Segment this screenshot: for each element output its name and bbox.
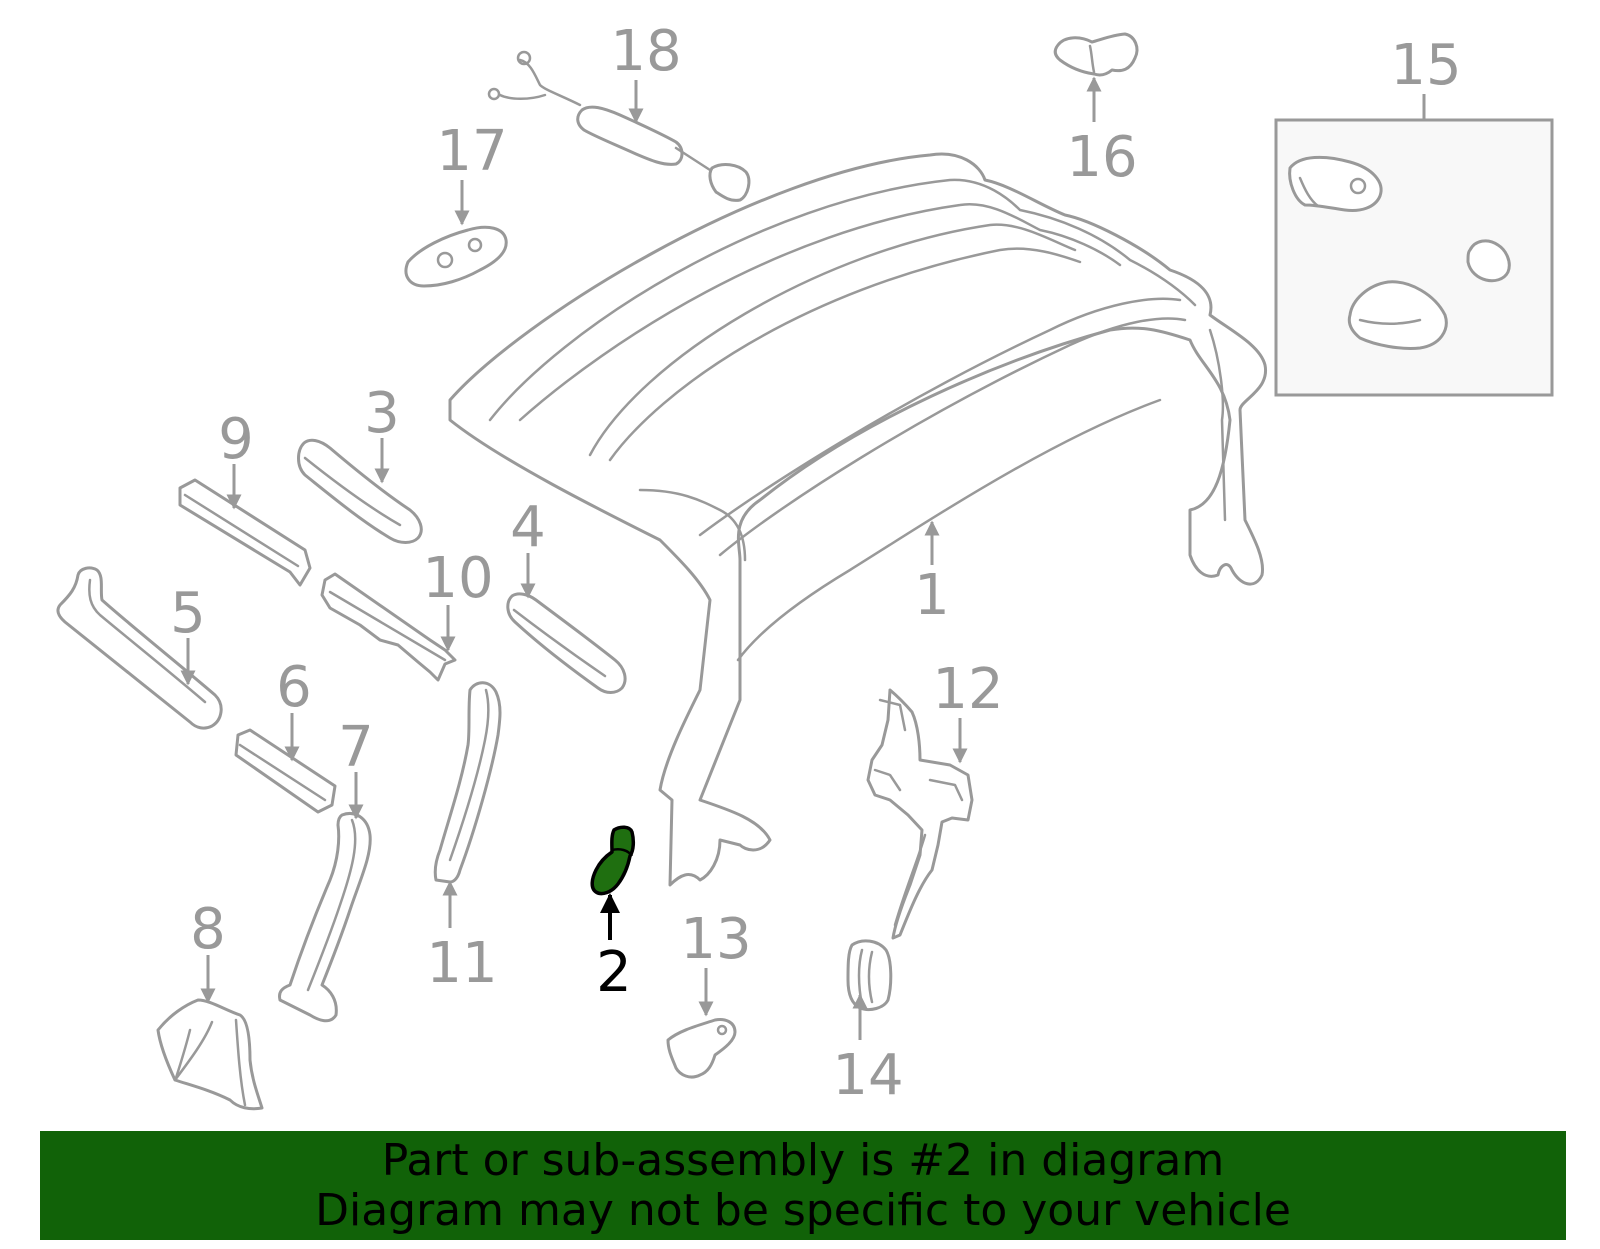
part-4	[506, 592, 627, 694]
callout-13: 13	[680, 907, 751, 972]
part-17	[404, 225, 508, 288]
banner-line-disclaimer: Diagram may not be specific to your vehi…	[315, 1184, 1291, 1236]
callout-6: 6	[276, 655, 312, 720]
callout-18: 18	[610, 19, 681, 84]
callout-8: 8	[190, 897, 226, 962]
part-14	[846, 939, 893, 1012]
part-7	[278, 812, 372, 1023]
part-13	[666, 1018, 737, 1079]
part-5	[56, 566, 223, 730]
part-1-roof	[448, 152, 1267, 887]
callout-14: 14	[832, 1043, 903, 1108]
callout-2: 2	[596, 940, 632, 1005]
info-banner: Part or sub-assembly is #2 in diagram Di…	[40, 1131, 1566, 1240]
callout-15: 15	[1390, 33, 1461, 98]
callout-4: 4	[510, 495, 546, 560]
callout-7: 7	[338, 715, 374, 780]
part-3	[297, 438, 423, 544]
callout-10: 10	[422, 546, 493, 611]
callout-5: 5	[170, 581, 206, 646]
callout-11: 11	[426, 931, 497, 996]
part-9	[178, 478, 312, 587]
part-12	[866, 688, 974, 940]
callout-12: 12	[932, 657, 1003, 722]
part-18	[487, 50, 751, 202]
banner-line-part-number: Part or sub-assembly is #2 in diagram	[381, 1134, 1225, 1186]
part-10	[320, 572, 457, 682]
part-16	[1053, 32, 1139, 77]
part-2-highlighted[interactable]	[590, 825, 636, 896]
callout-17: 17	[436, 119, 507, 184]
part-8	[156, 998, 264, 1111]
callout-16: 16	[1066, 125, 1137, 190]
part-6	[234, 728, 337, 814]
callout-9: 9	[218, 407, 254, 472]
part-15-kit-box	[1274, 118, 1554, 397]
callout-3: 3	[364, 381, 400, 446]
callout-1: 1	[914, 563, 950, 628]
part-11	[433, 681, 502, 884]
leader-arrows	[180, 76, 1426, 1040]
callout-labels: 1 2 3 4 5 6 7 8 9 10 11 12 13 14 15 16 1…	[170, 19, 1461, 1108]
